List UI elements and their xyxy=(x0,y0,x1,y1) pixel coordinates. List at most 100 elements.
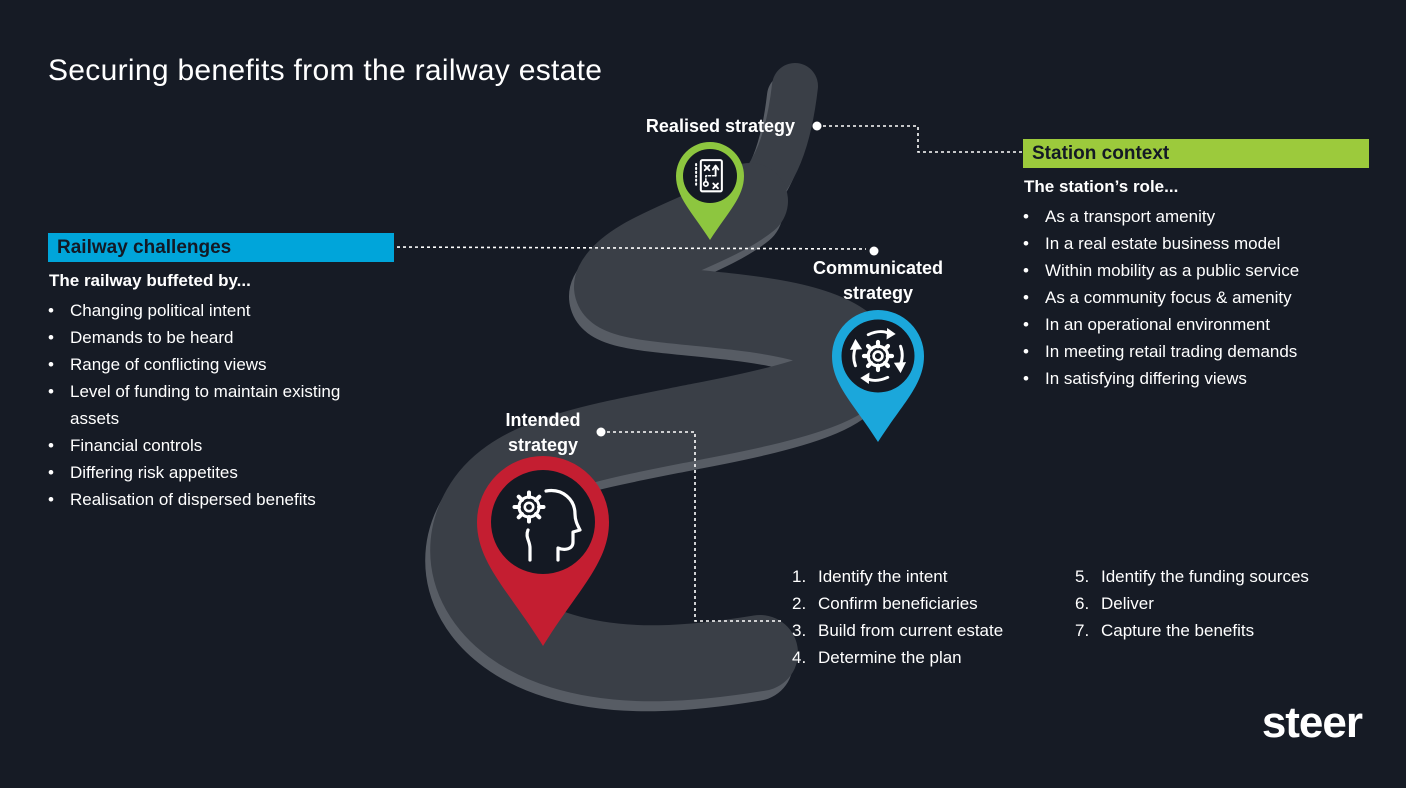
step-number: 1. xyxy=(792,567,807,586)
step-number: 2. xyxy=(792,594,807,613)
road-surface xyxy=(430,63,895,702)
station-context-box: Station context The station’s role... • … xyxy=(1023,139,1369,392)
step-item: 4. Determine the plan xyxy=(792,644,1072,671)
bullet-item: • Level of funding to maintain existing … xyxy=(48,378,384,432)
bullet-text: In satisfying differing views xyxy=(1045,369,1247,388)
railway-challenges-header-label: Railway challenges xyxy=(57,236,232,258)
pin-intended-strategy xyxy=(477,456,609,646)
step-text: Deliver xyxy=(1101,594,1154,613)
bullet-glyph: • xyxy=(1023,288,1029,307)
page-title: Securing benefits from the railway estat… xyxy=(48,54,603,87)
pin-label-line2: strategy xyxy=(842,283,914,303)
step-text: Build from current estate xyxy=(818,621,1004,640)
steps-column-2: 5. Identify the funding sources 6. Deliv… xyxy=(1075,563,1375,644)
step-number: 6. xyxy=(1075,594,1090,613)
pin-label-communicated-strategy: Communicated strategy xyxy=(790,256,966,306)
step-item: 5. Identify the funding sources xyxy=(1075,563,1375,590)
bullet-glyph: • xyxy=(48,301,54,320)
step-text: Determine the plan xyxy=(818,648,962,667)
step-item: 6. Deliver xyxy=(1075,590,1375,617)
bullet-text: In a real estate business model xyxy=(1045,234,1281,253)
bullet-glyph: • xyxy=(48,463,54,482)
bullet-item: • In meeting retail trading demands xyxy=(1023,338,1359,365)
step-text: Identify the funding sources xyxy=(1101,567,1309,586)
pin-inner-circle xyxy=(491,470,595,574)
step-number: 3. xyxy=(792,621,807,640)
bullet-glyph: • xyxy=(1023,315,1029,334)
connector-dot-realised xyxy=(812,121,822,131)
pin-inner-circle xyxy=(841,319,915,393)
bullet-item: • Realisation of dispersed benefits xyxy=(48,486,384,513)
pin-label-intended-strategy: Intended strategy xyxy=(455,408,631,458)
thinking-head-icon xyxy=(512,488,582,562)
pin-label-realised-strategy: Realised strategy xyxy=(645,116,795,136)
step-number: 4. xyxy=(792,648,807,667)
dotted-connector-realised-to-station xyxy=(817,125,1022,153)
bullet-item: • Differing risk appetites xyxy=(48,459,384,486)
pin-communicated-strategy xyxy=(832,310,924,442)
bullet-glyph: • xyxy=(48,328,54,347)
railway-challenges-list: • Changing political intent • Demands to… xyxy=(48,297,384,513)
bullet-item: • As a transport amenity xyxy=(1023,203,1359,230)
bullet-glyph: • xyxy=(48,490,54,509)
bullet-glyph: • xyxy=(1023,207,1029,226)
station-context-list: • As a transport amenity • In a real est… xyxy=(1023,203,1359,392)
station-context-lead: The station’s role... xyxy=(1024,177,1179,196)
station-context-header-label: Station context xyxy=(1032,142,1170,164)
steps-column-1: 1. Identify the intent 2. Confirm benefi… xyxy=(792,563,1072,671)
bullet-glyph: • xyxy=(48,382,54,401)
station-context-header: Station context xyxy=(1023,139,1369,168)
pin-label-line1: Intended xyxy=(505,410,581,430)
bullet-item: • Range of conflicting views xyxy=(48,351,384,378)
bullet-item: • Within mobility as a public service xyxy=(1023,257,1359,284)
step-text: Identify the intent xyxy=(818,567,948,586)
process-cycle-icon xyxy=(849,327,907,385)
strategy-board-icon xyxy=(695,159,723,193)
bullet-item: • In a real estate business model xyxy=(1023,230,1359,257)
step-item: 2. Confirm beneficiaries xyxy=(792,590,1072,617)
bullet-glyph: • xyxy=(1023,342,1029,361)
bullet-item: • In an operational environment xyxy=(1023,311,1359,338)
bullet-text: Financial controls xyxy=(70,436,203,455)
connector-dot-intended xyxy=(596,427,606,437)
connector-dot-communicated xyxy=(869,246,879,256)
step-text: Confirm beneficiaries xyxy=(818,594,978,613)
bullet-item: • In satisfying differing views xyxy=(1023,365,1359,392)
bullet-text: In meeting retail trading demands xyxy=(1045,342,1298,361)
step-item: 7. Capture the benefits xyxy=(1075,617,1375,644)
bullet-text: As a transport amenity xyxy=(1045,207,1216,226)
pin-realised-strategy xyxy=(676,142,744,240)
steer-logo: steer xyxy=(1261,698,1363,747)
railway-challenges-lead: The railway buffeted by... xyxy=(49,271,251,290)
bullet-item: • Financial controls xyxy=(48,432,384,459)
bullet-item: • Changing political intent xyxy=(48,297,384,324)
bullet-text: As a community focus & amenity xyxy=(1045,288,1292,307)
bullet-glyph: • xyxy=(1023,369,1029,388)
bullet-item: • Demands to be heard xyxy=(48,324,384,351)
bullet-text: Changing political intent xyxy=(70,301,251,320)
bullet-text: Range of conflicting views xyxy=(70,355,267,374)
bullet-glyph: • xyxy=(1023,261,1029,280)
bullet-text: In an operational environment xyxy=(1045,315,1270,334)
dotted-connector-intended-to-steps xyxy=(601,431,781,622)
step-number: 5. xyxy=(1075,567,1090,586)
railway-challenges-box: Railway challenges The railway buffeted … xyxy=(48,233,394,513)
dotted-connector-challenges-to-communicated xyxy=(384,246,867,250)
bullet-text: Level of funding to maintain existing as… xyxy=(70,382,341,428)
bullet-text: Differing risk appetites xyxy=(70,463,238,482)
step-item: 1. Identify the intent xyxy=(792,563,1072,590)
bullet-glyph: • xyxy=(1023,234,1029,253)
step-item: 3. Build from current estate xyxy=(792,617,1072,644)
step-number: 7. xyxy=(1075,621,1090,640)
bullet-glyph: • xyxy=(48,355,54,374)
bullet-text: Demands to be heard xyxy=(70,328,234,347)
bullet-text: Realisation of dispersed benefits xyxy=(70,490,316,509)
railway-challenges-header: Railway challenges xyxy=(48,233,394,262)
pin-label-line2: strategy xyxy=(507,435,579,455)
bullet-text: Within mobility as a public service xyxy=(1045,261,1300,280)
pin-label-line1: Communicated xyxy=(812,258,944,278)
bullet-glyph: • xyxy=(48,436,54,455)
bullet-item: • As a community focus & amenity xyxy=(1023,284,1359,311)
